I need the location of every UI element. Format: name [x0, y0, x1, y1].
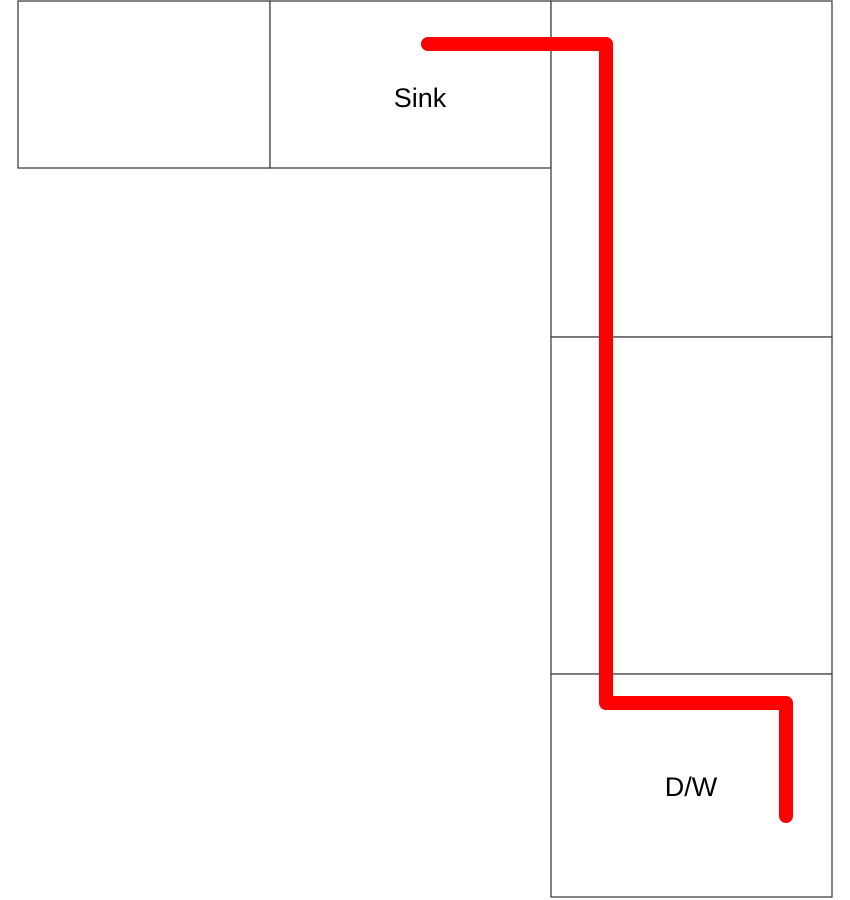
dishwasher-label: D/W: [665, 772, 718, 802]
cabinet-top-left: [17, 0, 271, 169]
cabinet-sink: [269, 0, 552, 169]
cabinet-corner: [550, 0, 833, 338]
cabinet-right-middle: [550, 336, 833, 675]
drain-pipe-route: [421, 37, 793, 823]
sink-label: Sink: [394, 83, 447, 113]
